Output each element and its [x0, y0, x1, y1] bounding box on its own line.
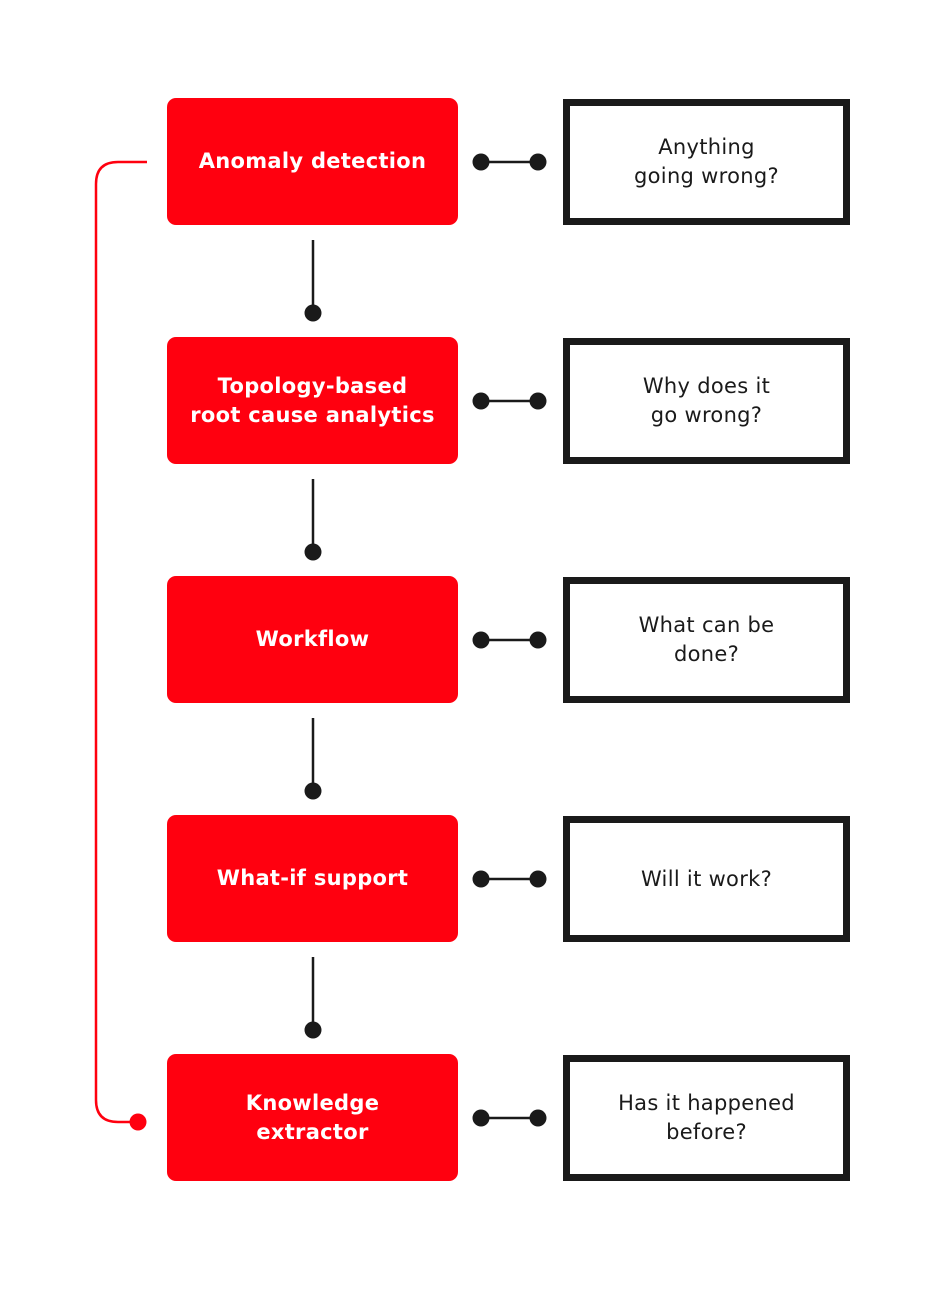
- vertical-connector: [304, 957, 322, 1039]
- question-happened-before: Has it happened before?: [563, 1055, 850, 1181]
- step-topology-root-cause: Topology-based root cause analytics: [167, 337, 458, 464]
- step-workflow: Workflow: [167, 576, 458, 703]
- horizontal-connector: [472, 392, 547, 410]
- horizontal-connector: [472, 870, 547, 888]
- vertical-connector: [304, 479, 322, 561]
- vertical-connector: [304, 718, 322, 800]
- step-what-if-support: What-if support: [167, 815, 458, 942]
- question-anything-going-wrong: Anything going wrong?: [563, 99, 850, 225]
- question-will-it-work: Will it work?: [563, 816, 850, 942]
- question-what-can-be-done: What can be done?: [563, 577, 850, 703]
- feedback-loop-line: [94, 160, 147, 1124]
- step-anomaly-detection: Anomaly detection: [167, 98, 458, 225]
- horizontal-connector: [472, 1109, 547, 1127]
- step-knowledge-extractor: Knowledge extractor: [167, 1054, 458, 1181]
- feedback-loop-dot: [129, 1113, 147, 1131]
- horizontal-connector: [472, 631, 547, 649]
- vertical-connector: [304, 240, 322, 322]
- question-why-goes-wrong: Why does it go wrong?: [563, 338, 850, 464]
- horizontal-connector: [472, 153, 547, 171]
